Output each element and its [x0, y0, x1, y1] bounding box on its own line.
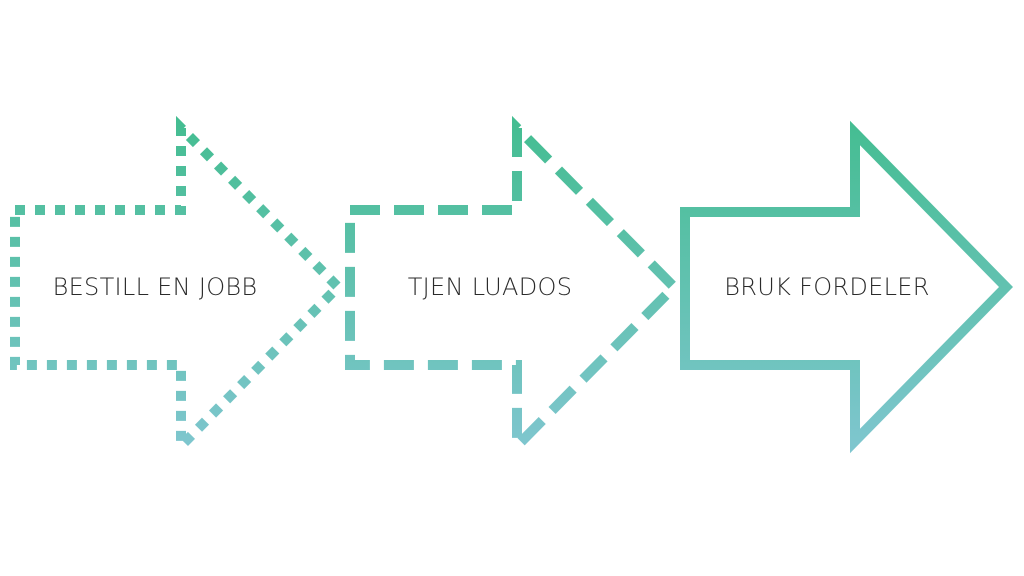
step-1-label: BESTILL EN JOBB	[52, 273, 258, 301]
arrow-step-1	[10, 115, 346, 459]
step-2-label: TJEN LUADOS	[407, 273, 573, 301]
arrow-step-2	[345, 115, 682, 459]
step-3-label: BRUK FORDELER	[724, 273, 930, 301]
arrow-step-3	[680, 120, 1014, 454]
